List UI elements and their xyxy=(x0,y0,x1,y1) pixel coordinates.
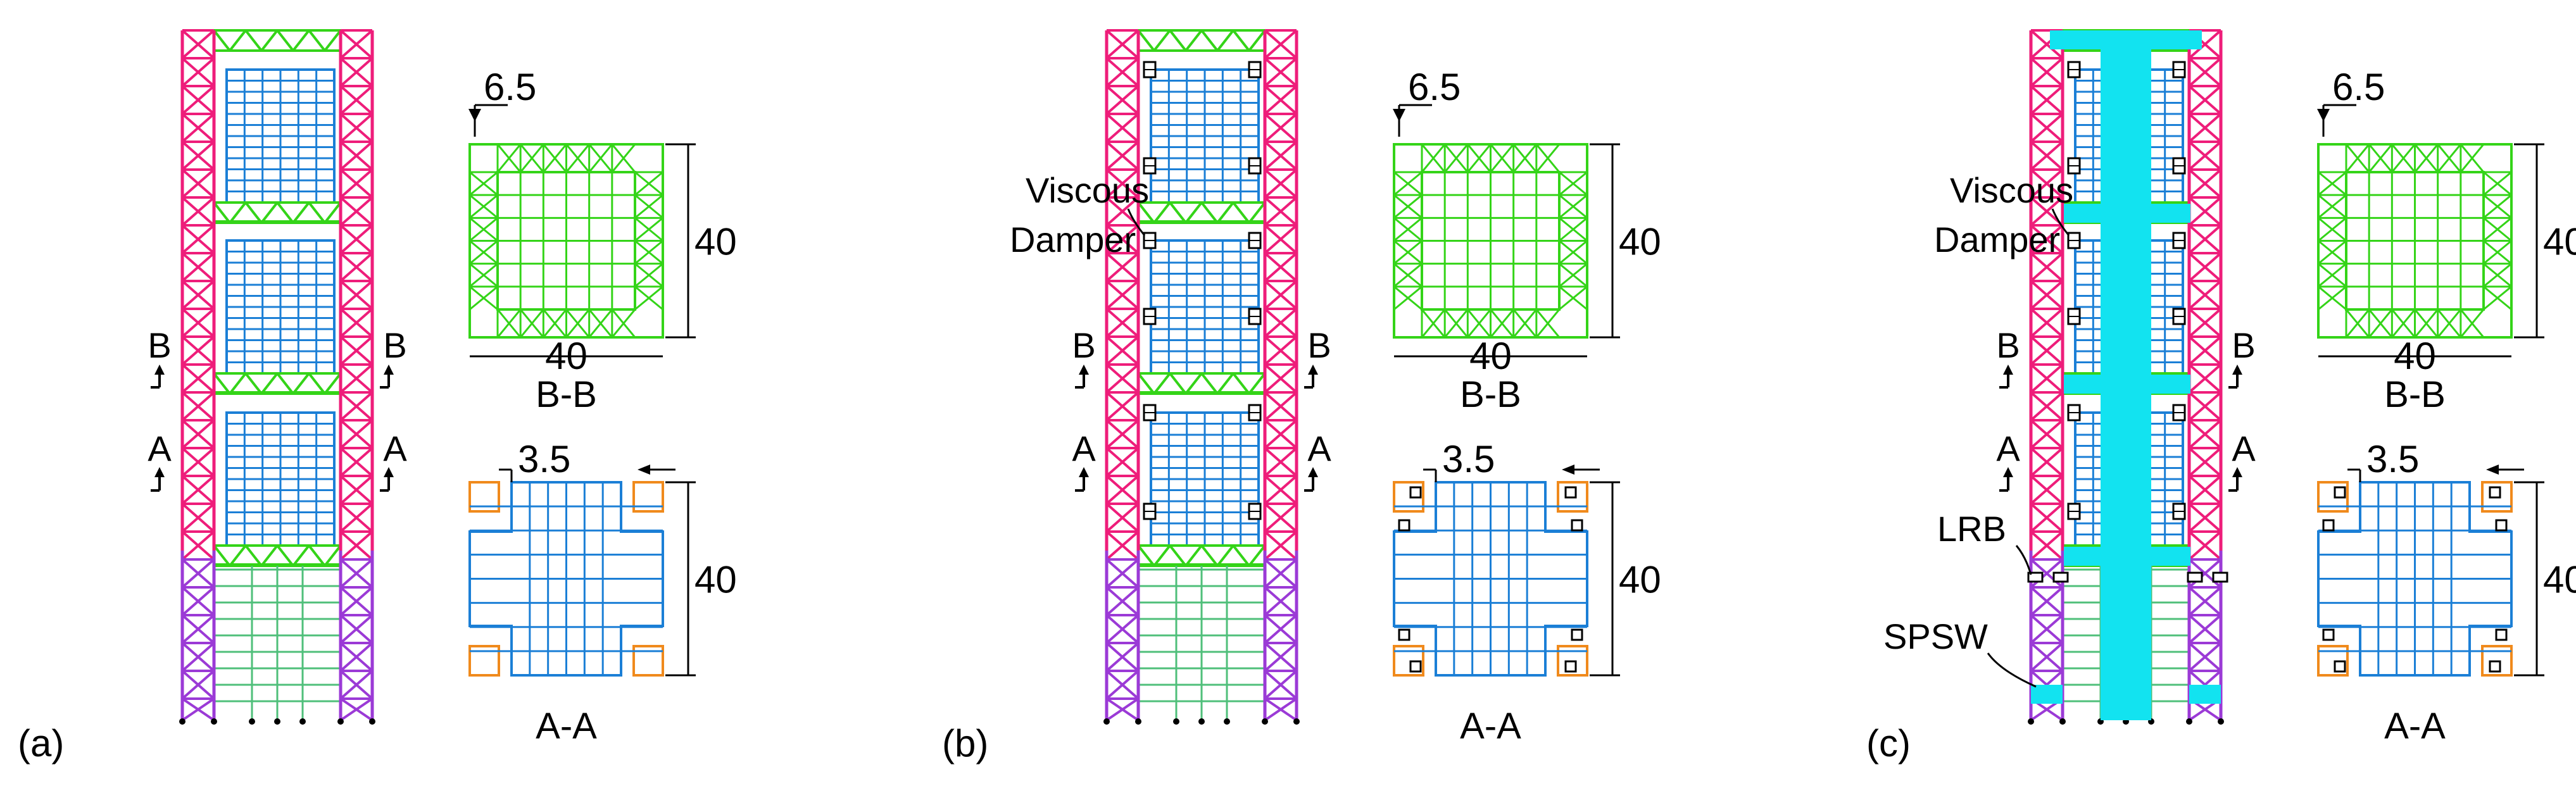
dim-label-40-side: 40 xyxy=(2543,221,2576,263)
dim-label-40-side: 40 xyxy=(694,221,737,263)
dim-label-40-aa: 40 xyxy=(2543,559,2576,601)
section-marker-b-label: B xyxy=(1072,325,1095,365)
dim-label-40-side: 40 xyxy=(1619,221,1661,263)
dim-label-6-5: 6.5 xyxy=(2332,66,2385,108)
panel-label: (a) xyxy=(18,722,64,765)
section-marker-a-label: A xyxy=(1072,428,1096,468)
elevation-view: B B A A (a) xyxy=(18,29,407,765)
dim-label-3-5: 3.5 xyxy=(518,438,570,480)
damper-label: Damper xyxy=(1010,220,1136,259)
section-marker-a-right: A xyxy=(380,428,407,492)
section-marker-b-left: B xyxy=(148,325,172,389)
section-aa-label: A-A xyxy=(1460,706,1521,747)
section-marker-b-label: B xyxy=(1307,325,1331,365)
section-aa: 3.5 40A-A xyxy=(2317,438,2576,747)
section-aa-label: A-A xyxy=(536,706,597,747)
section-marker-a-label: A xyxy=(383,428,407,468)
section-marker-a-label: A xyxy=(1307,428,1331,468)
damper-label: Damper xyxy=(1934,220,2060,259)
viscous-label: Viscous xyxy=(1950,170,2073,210)
section-marker-a-label: A xyxy=(1996,428,2020,468)
section-marker-b-right: B xyxy=(2228,325,2256,389)
dim-label-6-5: 6.5 xyxy=(484,66,536,108)
dim-label-40-bottom: 40 xyxy=(545,335,587,377)
section-marker-a-label: A xyxy=(2232,428,2256,468)
spsw-label: SPSW xyxy=(1883,616,1988,656)
section-marker-a-left: A xyxy=(1996,428,2020,492)
dim-label-40-bottom: 40 xyxy=(1469,335,1512,377)
section-marker-b-right: B xyxy=(1304,325,1331,389)
section-aa-label: A-A xyxy=(2384,706,2446,747)
section-aa: 3.5 40A-A xyxy=(468,438,737,747)
section-marker-a-right: A xyxy=(2228,428,2256,492)
dim-label-6-5: 6.5 xyxy=(1408,66,1461,108)
viscous-label: Viscous xyxy=(1026,170,1149,210)
panel-label: (c) xyxy=(1866,722,1911,765)
section-bb-label: B-B xyxy=(536,374,597,415)
dim-label-40-bottom: 40 xyxy=(2394,335,2436,377)
section-marker-b-label: B xyxy=(383,325,406,365)
section-bb-label: B-B xyxy=(1460,374,1521,415)
section-marker-b-label: B xyxy=(1996,325,2020,365)
section-marker-b-left: B xyxy=(1072,325,1096,389)
section-bb-label: B-B xyxy=(2384,374,2446,415)
section-marker-a-left: A xyxy=(148,428,172,492)
section-aa: 3.5 40A-A xyxy=(1393,438,1661,747)
section-marker-b-label: B xyxy=(2232,325,2255,365)
section-marker-a-left: A xyxy=(1072,428,1096,492)
section-marker-b-left: B xyxy=(1996,325,2020,389)
section-marker-b-label: B xyxy=(148,325,171,365)
dim-label-3-5: 3.5 xyxy=(1442,438,1495,480)
spsw-callout: SPSW xyxy=(1883,616,2037,688)
lrb-callout: LRB xyxy=(1937,509,2032,575)
dim-label-40-aa: 40 xyxy=(694,559,737,601)
section-marker-a-right: A xyxy=(1304,428,1331,492)
section-marker-a-label: A xyxy=(148,428,172,468)
lrb-label: LRB xyxy=(1937,509,2006,549)
dim-label-3-5: 3.5 xyxy=(2366,438,2419,480)
dim-label-40-aa: 40 xyxy=(1619,559,1661,601)
section-marker-b-right: B xyxy=(380,325,407,389)
panel-label: (b) xyxy=(942,722,988,765)
